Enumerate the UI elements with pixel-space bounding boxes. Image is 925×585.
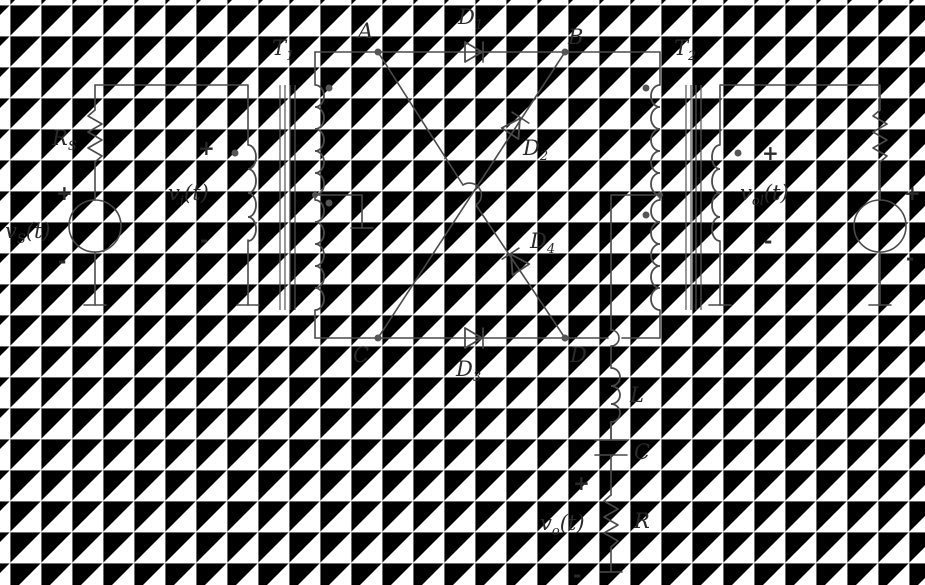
t1-secondary	[312, 51, 374, 339]
label-d4: D4	[529, 229, 555, 257]
resistor-r	[603, 494, 619, 573]
output-filter	[594, 367, 628, 573]
vo-minus-sign: -	[573, 563, 581, 585]
label-node-b: B	[567, 25, 583, 49]
inductor-l	[610, 367, 621, 440]
vi-plus-sign: +	[198, 136, 215, 160]
label-r: R	[633, 509, 650, 533]
label-vi: vi(t)	[168, 181, 209, 209]
label-t2: T2	[674, 36, 696, 64]
vi-minus-sign: -	[200, 228, 208, 252]
diode-d1	[464, 41, 484, 63]
t1-core	[279, 85, 296, 310]
label-t1: T1	[272, 36, 294, 64]
vlo-src-plus-sign: +	[904, 181, 921, 205]
t2-core	[685, 85, 702, 310]
label-l: L	[629, 383, 644, 407]
diode-d3	[464, 327, 484, 349]
label-vs: vS(t)	[5, 219, 51, 247]
node-c-dot	[374, 334, 382, 342]
vs-minus-sign: -	[58, 249, 66, 273]
label-d2: D2	[522, 136, 548, 164]
local-oscillator-circuit	[708, 84, 907, 306]
label-node-a: A	[356, 19, 373, 43]
left-source-circuit	[68, 84, 260, 306]
rs-resistor	[87, 109, 103, 201]
node-b-dot	[561, 48, 569, 56]
label-vo: vo(t)	[540, 511, 585, 539]
label-d1: D1	[457, 5, 483, 33]
label-node-c: C	[353, 343, 369, 367]
vlo-src-minus-sign: -	[906, 246, 914, 270]
node-d-dot	[561, 334, 569, 342]
t1-primary-dot	[231, 149, 239, 157]
t1-primary-coil	[247, 144, 257, 242]
diode-d2	[500, 111, 530, 140]
label-node-d: D	[569, 343, 587, 367]
diode-d4	[501, 247, 531, 276]
label-c: C	[634, 440, 650, 464]
vol-plus-sign: +	[762, 141, 779, 165]
t2-primary	[610, 84, 663, 369]
crossover-hop	[462, 182, 483, 206]
diode-ring	[314, 41, 661, 349]
label-rs: RS	[51, 126, 77, 154]
vs-plus-sign: +	[56, 181, 73, 205]
label-vol: vol(t)	[740, 181, 789, 209]
crossover-hop-output	[610, 329, 620, 347]
node-a-dot	[374, 48, 382, 56]
label-d3: D3	[455, 357, 481, 385]
vo-plus-sign: +	[573, 471, 590, 495]
vol-minus-sign: -	[764, 229, 772, 253]
rlo-resistor	[872, 109, 888, 201]
